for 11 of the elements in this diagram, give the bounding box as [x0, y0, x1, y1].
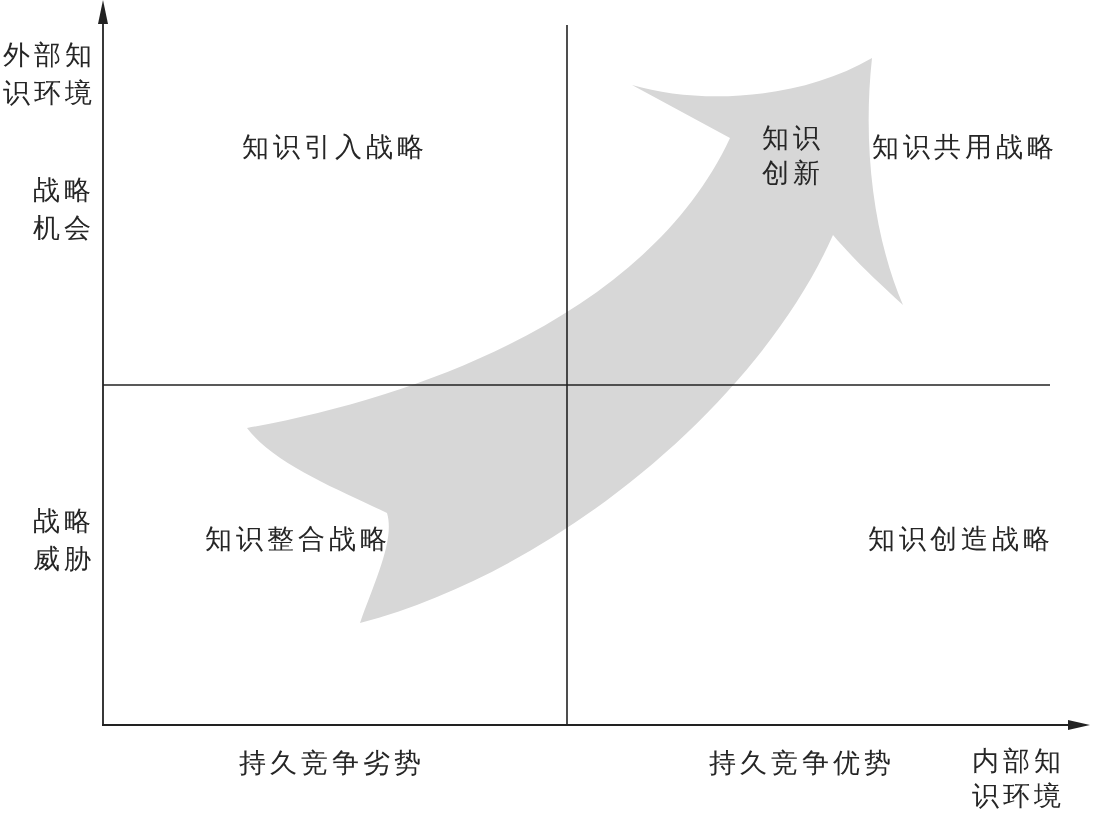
- quadrant-label: 知识整合战略: [205, 523, 391, 556]
- axis-category-label: 战略威胁: [32, 505, 95, 576]
- axis-title: 外部知识环境: [2, 39, 96, 110]
- quadrant-label: 知识创造战略: [868, 523, 1054, 556]
- quadrant-label: 知识引入战略: [242, 131, 428, 164]
- quadrant-label: 知识共用战略: [872, 131, 1058, 164]
- axis-category-label: 持久竞争劣势: [239, 747, 425, 780]
- axis-category-label: 战略机会: [32, 174, 95, 245]
- axis-category-label: 持久竞争优势: [709, 747, 895, 780]
- arrow-label: 知识创新: [762, 122, 825, 190]
- axis-title: 内部知识环境: [972, 745, 1066, 813]
